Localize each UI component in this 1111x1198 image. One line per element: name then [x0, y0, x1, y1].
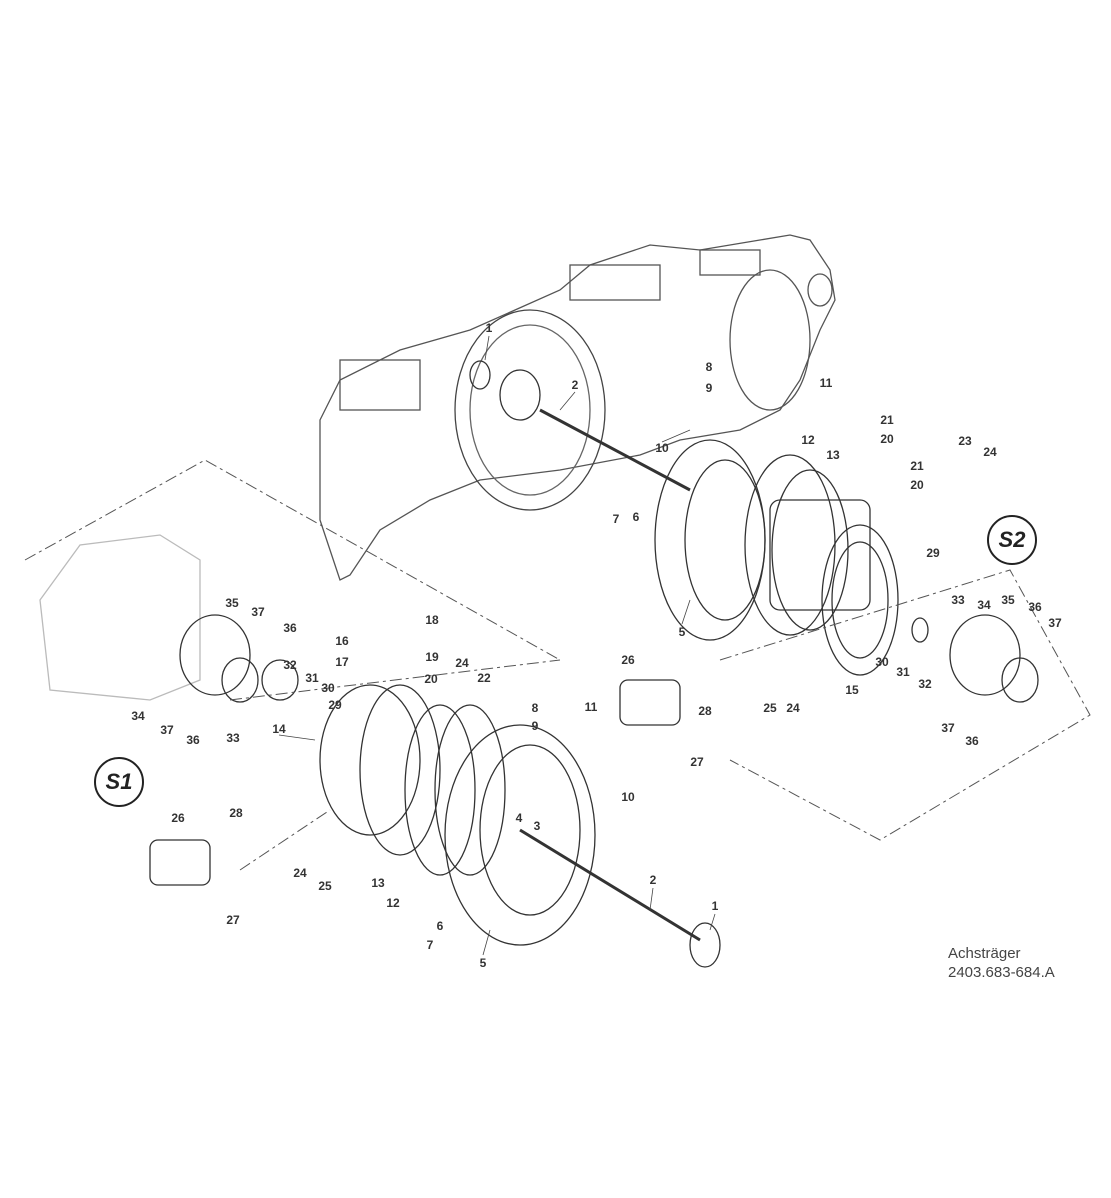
callout-36: 36 [186, 733, 200, 747]
callout-33: 33 [951, 593, 965, 607]
callout-29: 29 [926, 546, 940, 560]
callout-35: 35 [1001, 593, 1015, 607]
callout-36: 36 [1028, 600, 1042, 614]
callout-29: 29 [328, 698, 342, 712]
callout-1: 1 [485, 321, 493, 335]
callout-18: 18 [425, 613, 439, 627]
callout-13: 13 [371, 876, 385, 890]
callout-28: 28 [698, 704, 712, 718]
callout-37: 37 [1048, 616, 1062, 630]
callout-16: 16 [335, 634, 349, 648]
callout-10: 10 [621, 790, 635, 804]
callout-20: 20 [880, 432, 894, 446]
callout-26: 26 [621, 653, 635, 667]
callout-26: 26 [171, 811, 185, 825]
callout-20: 20 [910, 478, 924, 492]
callout-23: 23 [958, 434, 972, 448]
caption-number: 2403.683-684.A [948, 964, 1055, 981]
callout-11: 11 [584, 700, 598, 714]
callout-24: 24 [455, 656, 469, 670]
callout-37: 37 [941, 721, 955, 735]
section-marker-s2: S2 [987, 515, 1037, 565]
callout-2: 2 [649, 873, 657, 887]
callout-36: 36 [965, 734, 979, 748]
callout-30: 30 [321, 681, 335, 695]
callout-17: 17 [335, 655, 349, 669]
callout-31: 31 [896, 665, 910, 679]
callout-37: 37 [160, 723, 174, 737]
callout-33: 33 [226, 731, 240, 745]
callout-21: 21 [910, 459, 924, 473]
callout-2: 2 [571, 378, 579, 392]
callout-7: 7 [612, 512, 620, 526]
callout-24: 24 [293, 866, 307, 880]
callout-34: 34 [977, 598, 991, 612]
drawing-caption: Achsträger 2403.683-684.A [948, 944, 1055, 982]
callout-8: 8 [705, 360, 713, 374]
callout-1: 1 [711, 899, 719, 913]
callout-25: 25 [318, 879, 332, 893]
callout-28: 28 [229, 806, 243, 820]
callout-36: 36 [283, 621, 297, 635]
caption-title: Achsträger [948, 945, 1021, 962]
callout-11: 11 [819, 376, 833, 390]
callout-6: 6 [436, 919, 444, 933]
callout-10: 10 [655, 441, 669, 455]
callout-27: 27 [226, 913, 240, 927]
callout-24: 24 [983, 445, 997, 459]
callout-12: 12 [386, 896, 400, 910]
callout-19: 19 [425, 650, 439, 664]
callout-27: 27 [690, 755, 704, 769]
callout-20: 20 [424, 672, 438, 686]
callout-15: 15 [845, 683, 859, 697]
callout-9: 9 [531, 719, 539, 733]
callout-13: 13 [826, 448, 840, 462]
callout-32: 32 [283, 658, 297, 672]
callout-32: 32 [918, 677, 932, 691]
callout-24: 24 [786, 701, 800, 715]
callout-14: 14 [272, 722, 286, 736]
callout-3: 3 [533, 819, 541, 833]
callout-4: 4 [515, 811, 523, 825]
callout-35: 35 [225, 596, 239, 610]
callout-31: 31 [305, 671, 319, 685]
callout-6: 6 [632, 510, 640, 524]
callout-37: 37 [251, 605, 265, 619]
callout-8: 8 [531, 701, 539, 715]
callout-5: 5 [479, 956, 487, 970]
callout-12: 12 [801, 433, 815, 447]
callout-30: 30 [875, 655, 889, 669]
callout-22: 22 [477, 671, 491, 685]
callout-9: 9 [705, 381, 713, 395]
section-marker-s1: S1 [94, 757, 144, 807]
callout-25: 25 [763, 701, 777, 715]
callout-34: 34 [131, 709, 145, 723]
callout-21: 21 [880, 413, 894, 427]
callout-7: 7 [426, 938, 434, 952]
callout-5: 5 [678, 625, 686, 639]
